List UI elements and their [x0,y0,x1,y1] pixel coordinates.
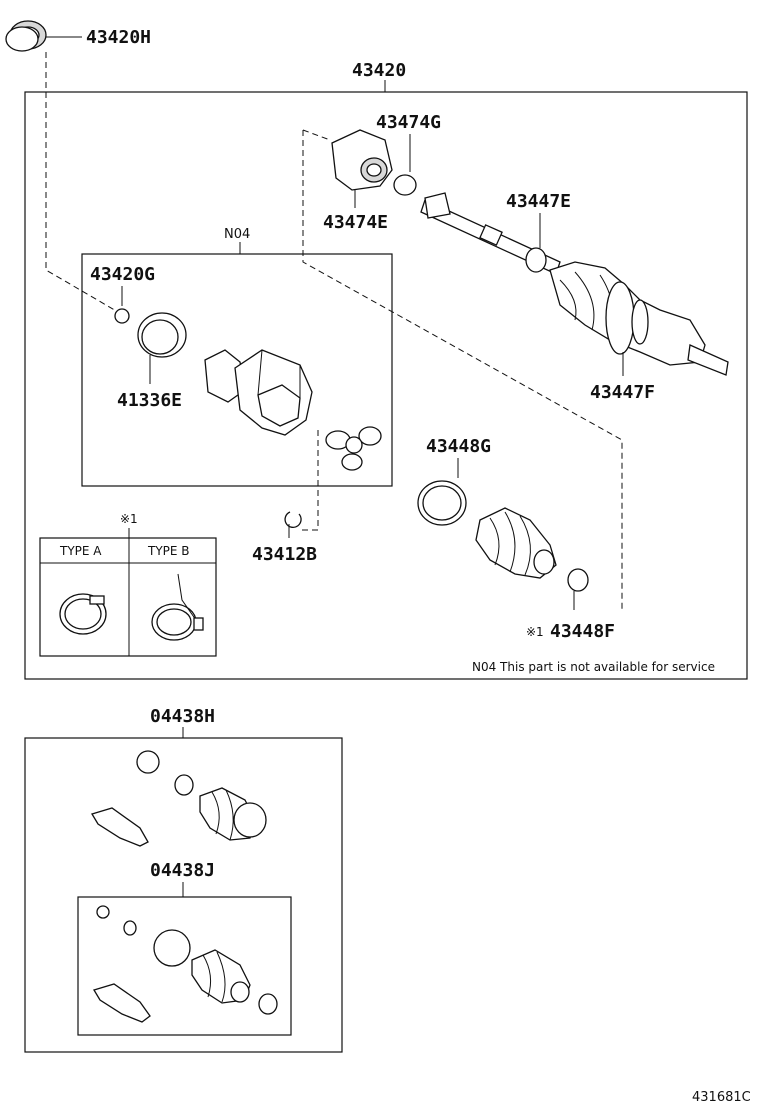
label-43448G: 43448G [426,436,491,457]
label-43447E: 43447E [506,191,571,212]
label-04438H: 04438H [150,706,215,727]
label-43474E: 43474E [323,212,388,233]
label-43474G: 43474G [376,112,441,133]
label-43447F: 43447F [590,382,655,403]
type-table [39,537,217,657]
drive-shaft [420,192,561,275]
label-43412B: 43412B [252,544,317,565]
note-mark-43448F: ※1 [526,625,544,639]
assembly-box-43420 [24,91,748,680]
dash-outboard-top [302,129,331,141]
snap-ring-43412B [284,511,302,529]
outer-boot-43447F [549,261,729,376]
ring-43420G [114,308,130,324]
damper-43474E [331,129,393,191]
label-43448F: 43448F [550,621,615,642]
note-n04: N04 This part is not available for servi… [472,660,715,674]
label-43420: 43420 [352,60,406,81]
figure-number: 431681C [692,1090,751,1105]
clamp-43474G [393,174,417,196]
dash-outboard-kit [302,130,623,610]
kit-box-04438J [77,896,292,1036]
kit-04438H-parts [91,750,267,847]
clamp-type-b-illustration [151,573,204,641]
inner-boot [475,507,557,579]
label-43420H: 43420H [86,27,151,48]
label-N04: N04 [224,227,250,242]
type-b-header: TYPE B [147,544,190,558]
label-41336E: 41336E [117,390,182,411]
seal-43420H [5,20,47,52]
ring-41336E [137,312,187,358]
clamp-type-a-illustration [59,593,107,635]
dash-43412B [300,430,319,531]
box-N04 [81,253,393,487]
label-04438J: 04438J [150,860,215,881]
inner-joint-housing [204,349,313,436]
kit-04438J-parts [93,905,278,1023]
note-mark-type-table: ※1 [120,512,138,526]
clamp-43447E [525,247,547,273]
dash-43420H [45,52,119,313]
clamp-43448F [567,568,589,592]
label-43420G: 43420G [90,264,155,285]
kit-box-04438H [24,737,343,1053]
band-43448G-inner [422,485,462,521]
tripod-joint [325,426,382,471]
type-a-header: TYPE A [59,544,102,558]
